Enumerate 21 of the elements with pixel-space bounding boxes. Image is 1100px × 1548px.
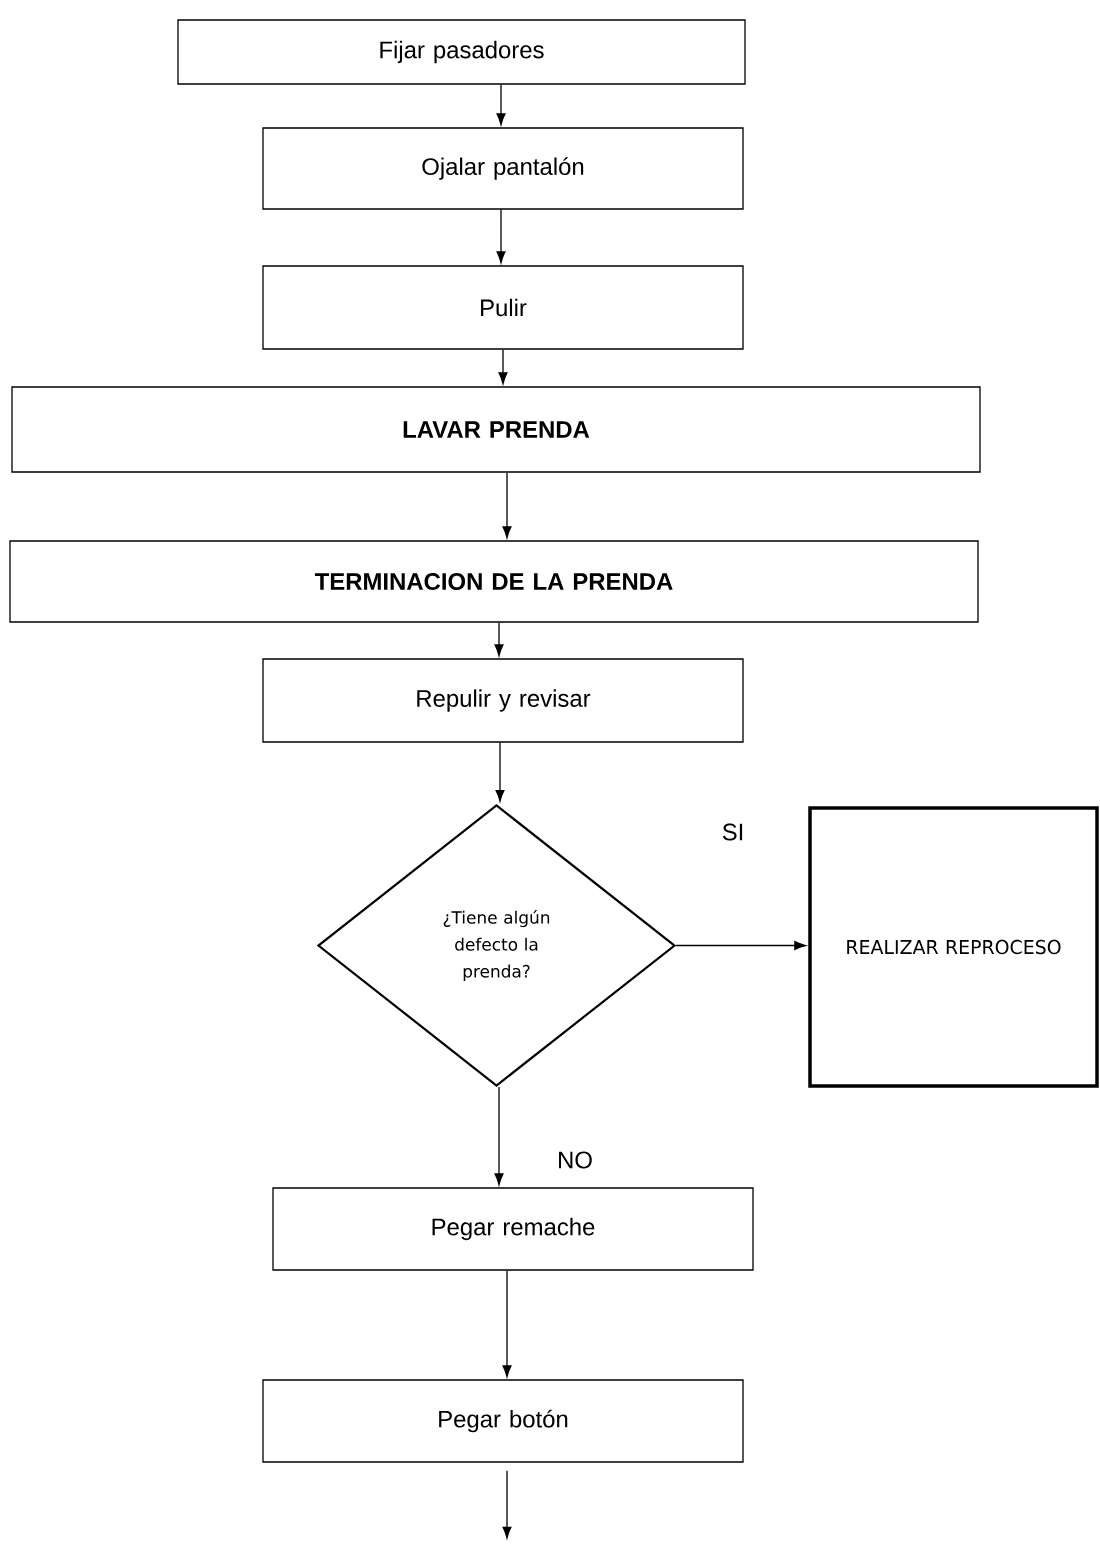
arrow (494, 622, 504, 657)
process-box: REALIZAR REPROCESO (808, 806, 1099, 1088)
process-box: Pegar remache (272, 1187, 754, 1271)
arrow (498, 349, 508, 385)
arrow (502, 1270, 512, 1378)
arrow (495, 742, 505, 802)
edge-label: NO (555, 1149, 595, 1171)
arrow (675, 940, 807, 951)
arrow (496, 209, 506, 264)
process-box: TERMINACION DE LA PRENDA (9, 540, 979, 623)
process-box: Repulir y revisar (262, 658, 744, 743)
process-box: Pegar botón (262, 1379, 744, 1463)
process-box: Fijar pasadores (177, 19, 746, 85)
arrow (502, 1470, 512, 1539)
process-box: LAVAR PRENDA (11, 386, 981, 473)
arrow (496, 84, 506, 126)
process-box: Pulir (262, 265, 744, 350)
process-box: Ojalar pantalón (262, 127, 744, 210)
edge-label: SI (719, 821, 747, 843)
arrow (502, 472, 512, 539)
arrow (494, 1086, 504, 1186)
